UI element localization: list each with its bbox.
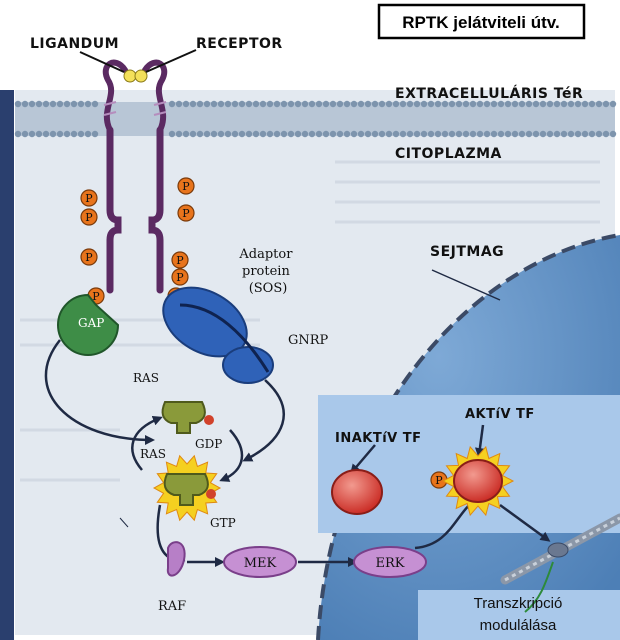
svg-text:P: P xyxy=(176,271,184,284)
label-gtp: GTP xyxy=(210,516,236,530)
ras-gtp-active xyxy=(152,454,222,522)
label-cytoplasm: CITOPLAZMA xyxy=(395,146,502,162)
phosphate-icon: P xyxy=(80,208,98,226)
receptor-pointer xyxy=(145,49,197,73)
gtp-pointer xyxy=(119,517,129,528)
phosphate-icon: P xyxy=(80,248,98,266)
cell-membrane xyxy=(14,100,617,138)
label-nucleus: SEJTMAG xyxy=(430,244,504,260)
label-erk: ERK xyxy=(376,556,405,571)
ligand xyxy=(123,69,148,83)
active-tf xyxy=(441,445,515,517)
label-adaptor: Adaptor protein (SOS) xyxy=(238,247,296,296)
ras-gdp xyxy=(161,401,214,434)
phosphate-icon: P xyxy=(80,189,98,207)
label-transcription-1: Transzkripció xyxy=(474,595,563,612)
svg-text:P: P xyxy=(85,211,93,224)
label-gnrp: GNRP xyxy=(288,333,329,348)
label-inactive-tf: INAKTíV TF xyxy=(335,431,422,446)
receptor-coil-detail xyxy=(103,101,167,116)
svg-text:P: P xyxy=(182,180,190,193)
label-mek: MEK xyxy=(244,556,277,571)
label-active-tf: AKTíV TF xyxy=(465,407,535,422)
svg-text:P: P xyxy=(176,254,184,267)
phosphate-icon: P xyxy=(177,177,195,195)
gap-protein xyxy=(57,293,120,356)
label-gdp: GDP xyxy=(195,437,222,451)
mek-kinase xyxy=(223,546,297,578)
svg-text:P: P xyxy=(435,474,443,487)
ligand-pointer xyxy=(79,51,125,73)
svg-text:P: P xyxy=(182,207,190,220)
phosphate-icon: P xyxy=(171,268,189,286)
page-edge xyxy=(0,90,14,640)
label-receptor: RECEPTOR xyxy=(196,36,283,52)
label-transcription-2: modulálása xyxy=(480,617,557,634)
label-raf: RAF xyxy=(158,599,186,614)
nucleus-pointer xyxy=(431,269,501,301)
svg-text:P: P xyxy=(85,251,93,264)
label-extracellular: EXTRACELLULÁRIS TéR xyxy=(395,85,583,102)
dna-strand xyxy=(500,513,620,613)
label-gap: GAP xyxy=(78,316,104,330)
label-ras-bottom: RAS xyxy=(140,447,166,461)
svg-text:P: P xyxy=(85,192,93,205)
title: RPTK jelátviteli útv. xyxy=(402,13,559,32)
label-ligand: LIGANDUM xyxy=(30,36,119,52)
phosphate-icon: P xyxy=(430,471,448,489)
phosphate-icon: P xyxy=(177,204,195,222)
erk-kinase xyxy=(353,546,427,578)
title-box xyxy=(377,3,586,40)
transcription-highlight-box xyxy=(418,590,620,640)
sos-adaptor-protein xyxy=(162,286,274,384)
svg-text:P: P xyxy=(92,290,100,303)
phosphate-icon: P xyxy=(171,251,189,269)
inactive-tf xyxy=(331,469,383,515)
label-ras-top: RAS xyxy=(133,371,159,385)
raf-kinase xyxy=(166,541,186,577)
